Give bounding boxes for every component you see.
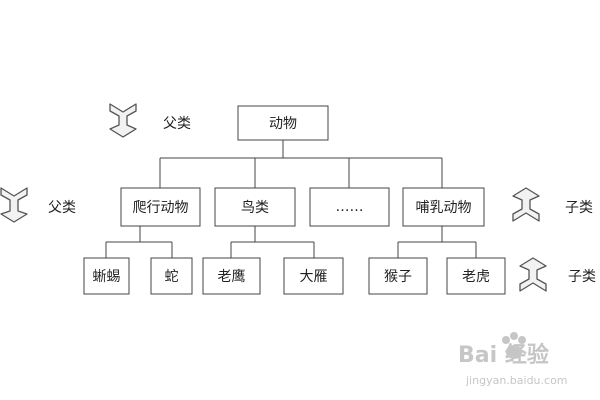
annotation-child-right: 子类 [565, 200, 593, 216]
node-eagle: 老鹰 [202, 257, 261, 295]
child-up-arrow-icon [519, 257, 547, 292]
annotation-parent-left: 父类 [48, 200, 76, 216]
watermark-url: jingyan.baidu.com [465, 374, 568, 387]
node-lizard: 蜥蜴 [83, 257, 130, 295]
paw-icon [502, 332, 526, 359]
node-monkey: 猴子 [368, 257, 428, 295]
node-label: 猴子 [384, 269, 412, 285]
node-label: 大雁 [300, 269, 328, 285]
baidu-watermark: Bai 经验 jingyan.baidu.com [458, 332, 568, 387]
node-label: 蜥蜴 [93, 269, 121, 285]
annotation-parent-top: 父类 [163, 116, 191, 132]
node-label: 爬行动物 [133, 200, 189, 216]
parent-down-arrow-icon [109, 103, 137, 138]
node-label: 动物 [269, 116, 297, 132]
node-label: 老鹰 [218, 269, 246, 285]
node-snake: 蛇 [150, 257, 193, 295]
node-label: 哺乳动物 [416, 200, 472, 216]
node-root: 动物 [237, 105, 329, 141]
node-label: 蛇 [165, 269, 179, 285]
child-up-arrow-icon [512, 187, 540, 222]
connector-lines [105, 140, 477, 258]
node-ellipsis: …… [309, 187, 390, 227]
watermark-logo: Bai 经验 [458, 342, 549, 368]
node-bird: 鸟类 [214, 187, 296, 227]
node-mammal: 哺乳动物 [402, 187, 485, 227]
node-label: …… [336, 199, 364, 215]
node-tiger: 老虎 [446, 257, 506, 295]
node-label: 鸟类 [241, 200, 269, 216]
annotation-child-bottom: 子类 [568, 269, 596, 285]
node-reptile: 爬行动物 [120, 187, 201, 227]
parent-down-arrow-icon [0, 187, 28, 223]
node-label: 老虎 [462, 269, 490, 285]
node-goose: 大雁 [283, 257, 344, 295]
